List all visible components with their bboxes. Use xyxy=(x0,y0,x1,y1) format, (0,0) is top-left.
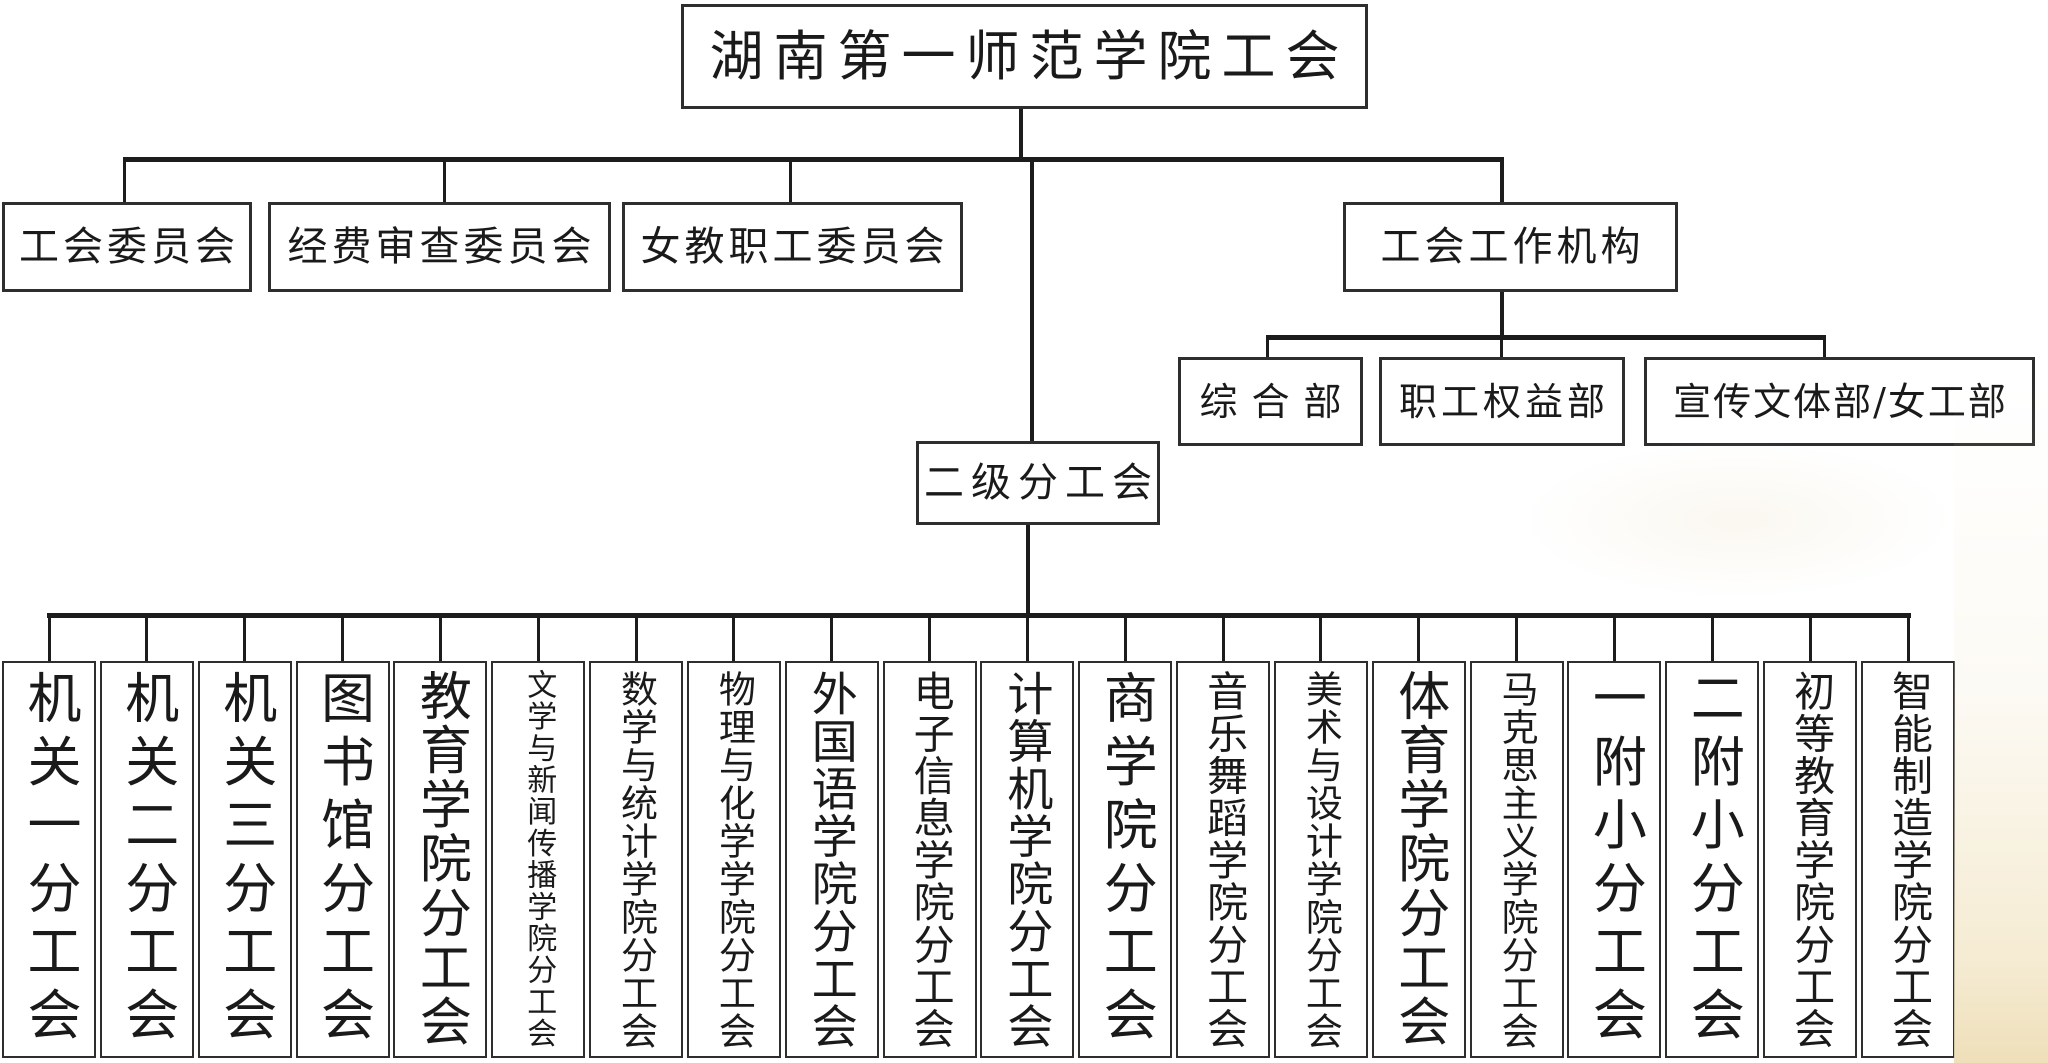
sub-union-label: 初等教育学院分工会 xyxy=(1786,669,1835,1050)
connector-secondary-stub xyxy=(1026,523,1030,617)
org-root-label: 湖南第一师范学院工会 xyxy=(709,24,1350,88)
connector-drop-sub-union xyxy=(732,615,736,662)
connector-drop-sub-union xyxy=(47,615,51,662)
connector-drop-sub-union xyxy=(830,615,834,662)
sub-union-box: 音乐舞蹈学院分工会 xyxy=(1176,661,1271,1058)
dept-box-publicity-women: 宣传文体部/女工部 xyxy=(1644,357,2035,446)
connector-drop-sub-union xyxy=(634,615,638,662)
connector-trunk-secondary xyxy=(1030,159,1034,444)
sub-union-label: 智能制造学院分工会 xyxy=(1884,669,1933,1050)
connector-sub-union-rail xyxy=(47,613,1911,618)
dept-box-staff-rights: 职工权益部 xyxy=(1379,357,1625,446)
committee-box-funds-review: 经费审查委员会 xyxy=(268,202,611,292)
sub-union-label: 体育学院分工会 xyxy=(1388,669,1449,1050)
committee-label: 工会委员会 xyxy=(19,224,239,270)
sub-union-box: 物理与化学学院分工会 xyxy=(686,661,781,1058)
sub-union-label: 电子信息学院分工会 xyxy=(906,669,955,1050)
connector-drop-sub-union xyxy=(1417,615,1421,662)
connector-level1-rail xyxy=(123,157,1504,162)
sub-union-box: 机关三分工会 xyxy=(197,661,292,1058)
sub-union-label: 机关二分工会 xyxy=(115,669,179,1050)
secondary-unions-label: 二级分工会 xyxy=(924,460,1159,506)
connector-work-org-stub xyxy=(1500,292,1504,339)
sub-union-label: 机关三分工会 xyxy=(213,669,277,1050)
committee-box-female-staff: 女教职工委员会 xyxy=(622,202,963,292)
scan-tint xyxy=(1954,380,2048,1063)
sub-union-box: 文学与新闻传播学院分工会 xyxy=(491,661,586,1058)
sub-union-box: 外国语学院分工会 xyxy=(784,661,879,1058)
sub-union-label: 马克思主义学院分工会 xyxy=(1495,669,1539,1050)
connector-drop-sub-union xyxy=(145,615,149,662)
committee-label: 经费审查委员会 xyxy=(287,224,596,270)
sub-union-label: 二附小分工会 xyxy=(1681,669,1745,1050)
sub-union-label: 计算机学院分工会 xyxy=(1000,669,1055,1050)
sub-union-box: 体育学院分工会 xyxy=(1371,661,1466,1058)
connector-drop-work-org xyxy=(1500,157,1504,204)
sub-union-box: 商学院分工会 xyxy=(1078,661,1173,1058)
secondary-unions-box: 二级分工会 xyxy=(916,441,1160,525)
work-org-box: 工会工作机构 xyxy=(1343,202,1678,292)
connector-drop-committee-3 xyxy=(789,157,792,204)
committee-box-union: 工会委员会 xyxy=(2,202,252,292)
sub-union-label: 美术与设计学院分工会 xyxy=(1299,669,1343,1050)
connector-drop-committee-1 xyxy=(123,157,126,204)
sub-union-label: 数学与统计学院分工会 xyxy=(614,669,658,1050)
sub-union-box: 教育学院分工会 xyxy=(393,661,488,1058)
committee-label: 女教职工委员会 xyxy=(640,224,949,270)
sub-union-box: 一附小分工会 xyxy=(1567,661,1662,1058)
connector-drop-sub-union xyxy=(1515,615,1519,662)
sub-union-box: 二附小分工会 xyxy=(1665,661,1760,1058)
org-root-box: 湖南第一师范学院工会 xyxy=(681,4,1368,109)
dept-box-general: 综合部 xyxy=(1178,357,1363,446)
connector-drop-dept-1 xyxy=(1266,335,1269,359)
connector-drop-sub-union xyxy=(1221,615,1225,662)
sub-union-label: 外国语学院分工会 xyxy=(804,669,859,1050)
sub-union-box: 数学与统计学院分工会 xyxy=(589,661,683,1058)
connector-drop-sub-union xyxy=(1612,615,1616,662)
connector-drop-dept-2 xyxy=(1500,335,1503,359)
dept-label: 综合部 xyxy=(1199,379,1356,424)
work-org-label: 工会工作机构 xyxy=(1380,224,1645,270)
connector-drop-sub-union xyxy=(1710,615,1714,662)
sub-union-box: 图书馆分工会 xyxy=(295,661,390,1058)
sub-union-label: 教育学院分工会 xyxy=(410,669,471,1050)
connector-drop-sub-union xyxy=(1025,615,1029,662)
connector-drop-sub-union xyxy=(243,615,247,662)
dept-label: 职工权益部 xyxy=(1398,379,1609,424)
sub-union-label: 物理与化学学院分工会 xyxy=(712,669,756,1050)
connector-drop-sub-union xyxy=(1906,615,1910,662)
sub-union-box: 马克思主义学院分工会 xyxy=(1469,661,1564,1058)
sub-union-box: 机关二分工会 xyxy=(99,661,194,1058)
connector-root-stub xyxy=(1019,107,1023,159)
scan-tint-soft xyxy=(1518,440,1958,600)
sub-union-box: 美术与设计学院分工会 xyxy=(1273,661,1368,1058)
connector-drop-committee-2 xyxy=(443,157,446,204)
connector-drop-sub-union xyxy=(536,615,540,662)
sub-union-label: 一附小分工会 xyxy=(1583,669,1647,1050)
sub-union-box: 机关一分工会 xyxy=(2,661,96,1058)
sub-union-label: 商学院分工会 xyxy=(1094,669,1158,1050)
sub-union-box: 计算机学院分工会 xyxy=(980,661,1075,1058)
dept-label: 宣传文体部/女工部 xyxy=(1673,379,2008,424)
sub-union-label: 音乐舞蹈学院分工会 xyxy=(1199,669,1248,1050)
connector-drop-sub-union xyxy=(341,615,344,662)
connector-drop-sub-union xyxy=(928,615,932,662)
sub-union-box: 智能制造学院分工会 xyxy=(1861,661,1955,1058)
connector-work-org-rail xyxy=(1266,335,1826,340)
sub-union-label: 图书馆分工会 xyxy=(311,669,375,1050)
sub-union-box: 电子信息学院分工会 xyxy=(882,661,977,1058)
sub-union-box: 初等教育学院分工会 xyxy=(1763,661,1858,1058)
connector-drop-sub-union xyxy=(1123,615,1127,662)
connector-drop-sub-union xyxy=(1808,615,1812,662)
sub-union-label: 文学与新闻传播学院分工会 xyxy=(521,669,557,1050)
sub-union-label: 机关一分工会 xyxy=(18,669,81,1050)
connector-drop-dept-3 xyxy=(1823,335,1826,359)
connector-drop-sub-union xyxy=(438,615,442,662)
connector-drop-sub-union xyxy=(1319,615,1323,662)
